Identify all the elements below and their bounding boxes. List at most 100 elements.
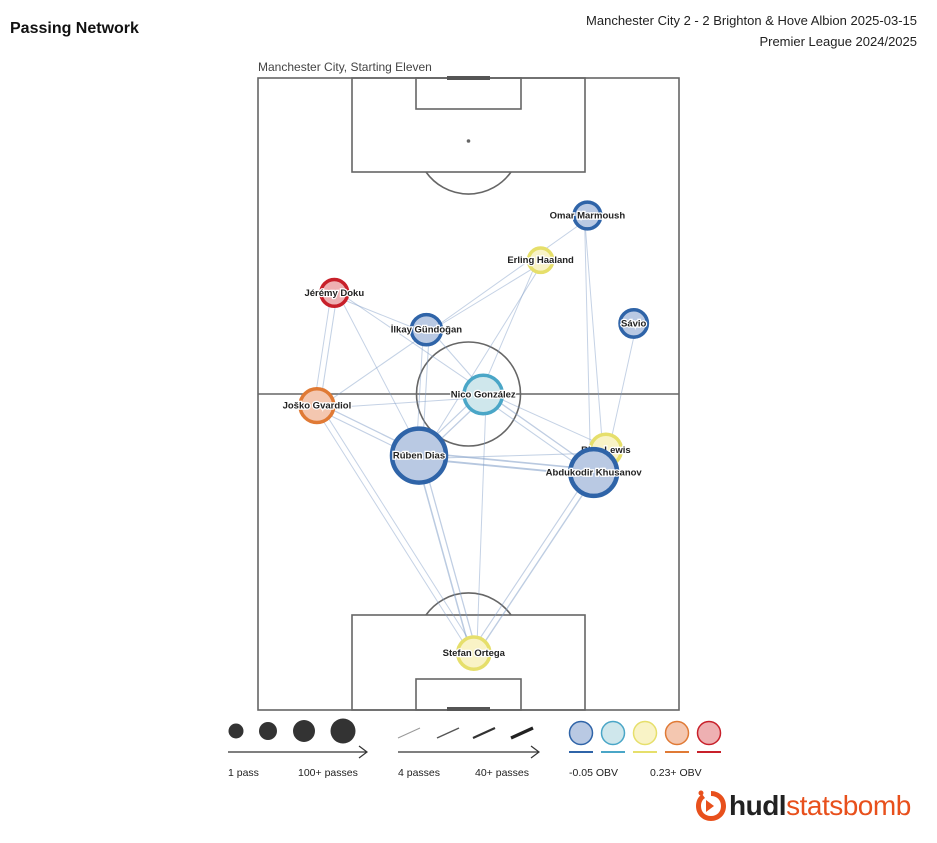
pass-edge	[423, 344, 430, 430]
bottom-penalty-arc	[425, 592, 512, 616]
player-label: Nico González	[451, 390, 516, 401]
centre-circle	[415, 341, 522, 447]
player-circle	[462, 373, 505, 416]
pass-edge	[435, 405, 468, 436]
pass-edge	[323, 421, 464, 642]
pass-edge	[440, 225, 579, 324]
pass-edge	[417, 344, 423, 429]
legend-line-min: 4 passes	[398, 767, 440, 779]
pass-edge	[500, 402, 577, 458]
legend-size-dot	[259, 722, 277, 740]
pass-edge	[501, 399, 594, 442]
pass-edge	[330, 415, 395, 447]
top-penalty-arc	[425, 171, 512, 195]
pass-edge	[422, 481, 468, 640]
pass-edge	[584, 228, 591, 450]
legend-line-sample	[436, 727, 460, 739]
player-node: Nico González	[450, 373, 517, 416]
player-circle	[389, 426, 449, 485]
player-label: Jérémy Doku	[304, 288, 364, 299]
legend-obv-max: 0.23+ OBV	[650, 767, 702, 779]
legend-size-dot	[228, 723, 244, 739]
legend-obv: -0.05 OBV 0.23+ OBV	[568, 720, 722, 779]
player-circle	[572, 200, 603, 231]
player-label: Joško Gvardiol	[283, 401, 352, 412]
pass-edge	[487, 269, 534, 377]
player-label: Omar Marmoush	[550, 211, 626, 222]
pass-edge	[435, 271, 538, 435]
player-label: Abdukodir Khusanov	[546, 468, 643, 479]
pass-edge	[484, 493, 584, 643]
player-node: Sávio	[618, 307, 650, 339]
pass-edge	[445, 452, 591, 459]
legend-size-dot	[293, 720, 315, 742]
pass-edge	[445, 454, 572, 469]
pass-edge	[345, 300, 412, 328]
pass-edge	[342, 302, 410, 431]
match-line: Manchester City 2 - 2 Brighton & Hove Al…	[586, 13, 917, 28]
legend-size-arrowhead	[358, 745, 368, 759]
pass-edge	[333, 398, 465, 408]
player-circle	[298, 386, 336, 425]
pitch-label: Manchester City, Starting Eleven	[258, 60, 432, 74]
legend-line-arrowhead	[530, 745, 540, 759]
pass-edge	[428, 480, 474, 638]
player-node: Rúben Dias	[389, 426, 449, 485]
pass-edge	[316, 305, 330, 389]
player-label: Erling Haaland	[507, 255, 574, 266]
match-info: Manchester City 2 - 2 Brighton & Hove Al…	[586, 10, 917, 52]
pass-edge	[331, 340, 417, 399]
logo-wordmark: hudlstatsbomb	[729, 790, 911, 821]
player-node: Omar Marmoush	[548, 200, 627, 231]
legend-size-min: 1 pass	[228, 767, 259, 779]
pass-edge	[585, 228, 603, 435]
player-circle	[455, 635, 492, 671]
legend-line-sample	[472, 726, 496, 740]
legend-size-dot	[330, 718, 356, 744]
pass-edge	[346, 297, 470, 382]
page-title: Passing Network	[10, 20, 139, 37]
pass-edge	[476, 413, 486, 638]
legend-size-max: 100+ passes	[298, 767, 358, 779]
top-six-yard-box	[415, 77, 522, 110]
legend-lines: 4 passes 40+ passes	[397, 726, 540, 779]
top-penalty-spot	[466, 139, 471, 143]
legend-size: 1 pass 100+ passes	[228, 718, 368, 779]
competition-line: Premier League 2024/2025	[759, 34, 917, 49]
pass-edge	[321, 306, 336, 390]
player-label: İlkay Gündoğan	[391, 325, 462, 336]
legend-obv-swatch	[568, 720, 594, 746]
player-label: Stefan Ortega	[443, 648, 506, 659]
player-circle	[618, 307, 650, 339]
legend-line-sample	[510, 726, 534, 740]
legend-line-max: 40+ passes	[475, 767, 529, 779]
statsbomb-mark-icon	[696, 790, 726, 821]
pass-edge	[444, 460, 571, 475]
legend-obv-swatch	[664, 720, 690, 746]
player-label: Rúben Dias	[393, 451, 445, 462]
legend-obv-swatch	[696, 720, 722, 746]
player-node: Stefan Ortega	[441, 635, 507, 671]
player-label: Sávio	[621, 318, 647, 329]
player-node: Joško Gvardiol	[281, 386, 352, 425]
top-goal	[447, 76, 490, 80]
top-penalty-box	[351, 77, 586, 173]
player-circle	[319, 277, 350, 309]
pass-edge	[496, 407, 574, 462]
player-node: Jérémy Doku	[303, 277, 366, 309]
pass-edge	[440, 409, 473, 440]
pass-edge	[440, 268, 533, 325]
player-node: İlkay Gündoğan	[390, 312, 463, 347]
player-node: Erling Haaland	[506, 246, 575, 275]
pass-edges	[316, 225, 635, 643]
bottom-six-yard-box	[415, 678, 522, 711]
legend: 1 pass 100+ passes 4 passes 40+ passes -…	[228, 718, 722, 779]
pass-edge	[479, 489, 579, 639]
player-circle	[568, 446, 620, 499]
legend-obv-min: -0.05 OBV	[569, 767, 618, 779]
pass-edge	[328, 417, 469, 639]
player-node: Abdukodir Khusanov	[544, 446, 644, 499]
legend-obv-swatch	[600, 720, 626, 746]
